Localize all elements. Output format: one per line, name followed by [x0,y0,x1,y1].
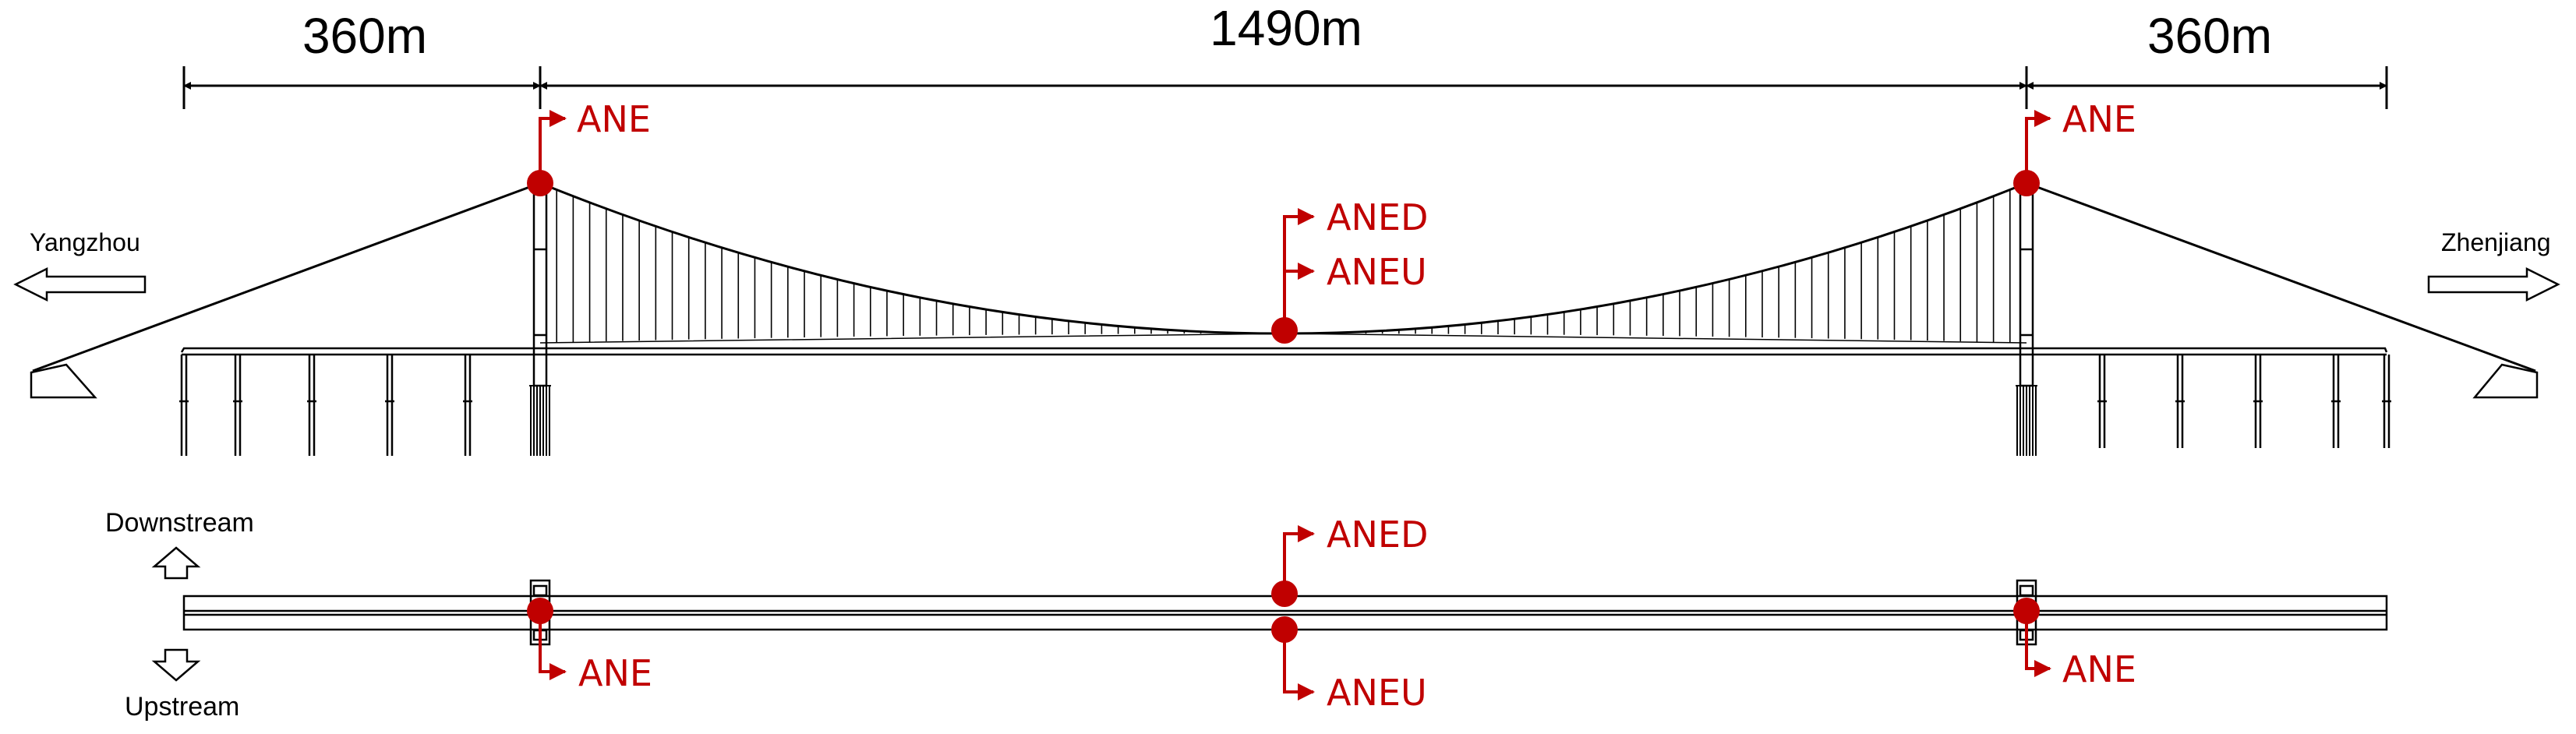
sensor-label: ANEU [1327,672,1427,714]
sensor-label: ANED [1327,513,1428,556]
sensor-midspan-elevation: ANED ANEU [1271,196,1428,344]
sensor-right-tower-elevation: ANE [2013,98,2136,196]
right-anchorage [2472,363,2539,399]
suspender-hangers [556,189,2011,343]
approach-piers [179,355,2391,456]
sensor-midspan-upstream-plan: ANEU [1271,616,1427,714]
elevation-view: Yangzhou Zhenjiang ANE ANE ANED ANEU [13,98,2560,456]
left-direction-arrow [13,266,147,302]
main-span-label: 1490m [1210,0,1362,56]
dimension-lines [182,66,2388,109]
left-anchorage [30,363,97,399]
sensor-label-downstream: ANED [1327,196,1428,238]
sensor-left-tower-plan: ANE [527,598,652,694]
left-span-label: 360m [302,8,427,64]
sensor-left-tower-elevation: ANE [527,98,651,196]
sensor-label: ANE [2062,98,2136,140]
downstream-arrow [151,546,201,580]
right-span-label: 360m [2147,8,2272,64]
plan-view: Downstream Upstream ANED ANEU ANE ANE [105,508,2388,722]
sensor-label: ANE [577,98,651,140]
sensor-label-upstream: ANEU [1327,251,1427,293]
right-direction-arrow [2427,266,2560,302]
sensor-midspan-downstream-plan: ANED [1271,513,1428,607]
sensor-right-tower-plan: ANE [2013,598,2136,690]
downstream-label: Downstream [105,508,254,538]
upstream-arrow [151,648,201,682]
right-city-label: Zhenjiang [2441,228,2551,256]
sensor-label: ANE [2062,648,2136,690]
upstream-label: Upstream [125,692,239,722]
left-city-label: Yangzhou [30,228,140,256]
tower-foundations [529,385,2037,456]
sensor-label: ANE [578,652,652,694]
